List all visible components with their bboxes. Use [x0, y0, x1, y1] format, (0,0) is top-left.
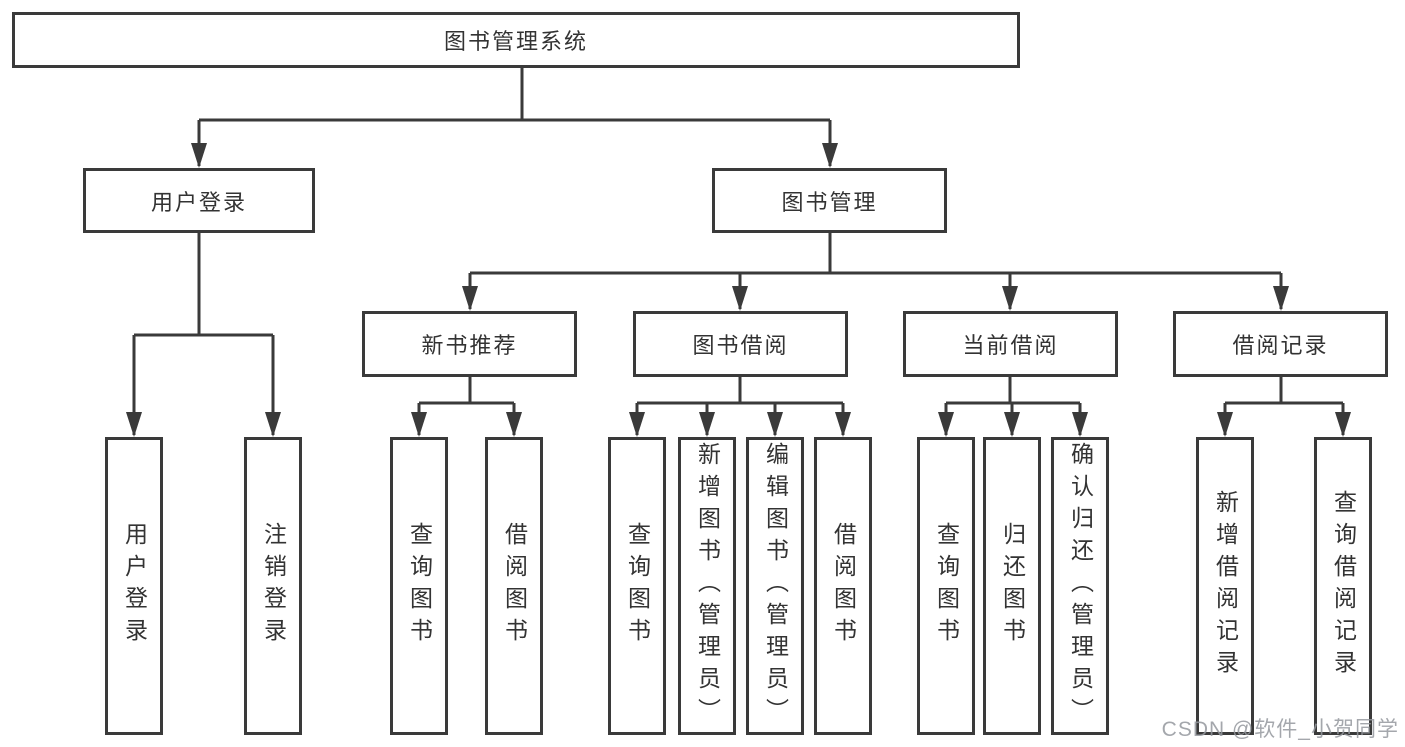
node-label: 归还图书: [999, 522, 1026, 650]
node-label: 借阅图书: [830, 522, 857, 650]
node-label: 编辑图书（管理员）: [762, 442, 789, 730]
node-user-login: 用户登录: [83, 168, 315, 233]
leaf-edit-books-admin: 编辑图书（管理员）: [746, 437, 804, 735]
node-label: 新增图书（管理员）: [694, 442, 721, 730]
node-label: 当前借阅: [962, 333, 1059, 358]
leaf-logout: 注销登录: [244, 437, 302, 735]
node-new-book-recommend: 新书推荐: [362, 311, 577, 377]
node-book-management: 图书管理: [712, 168, 947, 233]
node-label: 图书管理系统: [443, 29, 588, 54]
node-label: 确认归还（管理员）: [1067, 442, 1094, 730]
node-label: 借阅图书: [501, 522, 528, 650]
leaf-query-books-1: 查询图书: [390, 437, 448, 735]
node-label: 新增借阅记录: [1212, 490, 1239, 682]
node-label: 新书推荐: [421, 333, 518, 358]
node-label: 查询图书: [624, 522, 651, 650]
leaf-return-books: 归还图书: [983, 437, 1041, 735]
node-label: 注销登录: [260, 522, 287, 650]
leaf-add-borrow-record: 新增借阅记录: [1196, 437, 1254, 735]
csdn-watermark: CSDN @软件_小贺同学: [1161, 718, 1399, 741]
leaf-query-borrow-record: 查询借阅记录: [1314, 437, 1372, 735]
node-label: 用户登录: [121, 522, 148, 650]
leaf-query-books-3: 查询图书: [917, 437, 975, 735]
connector-strokes: [132, 68, 1345, 435]
node-borrow-records: 借阅记录: [1173, 311, 1388, 377]
node-label: 借阅记录: [1232, 333, 1329, 358]
leaf-confirm-return-admin: 确认归还（管理员）: [1051, 437, 1109, 735]
node-label: 查询图书: [933, 522, 960, 650]
node-book-borrow: 图书借阅: [633, 311, 848, 377]
node-current-borrow: 当前借阅: [903, 311, 1118, 377]
node-label: 图书借阅: [692, 333, 789, 358]
leaf-borrow-books-2: 借阅图书: [814, 437, 872, 735]
arrowhead-icons: [126, 143, 1351, 437]
leaf-borrow-books-1: 借阅图书: [485, 437, 543, 735]
leaf-user-login: 用户登录: [105, 437, 163, 735]
leaf-query-books-2: 查询图书: [608, 437, 666, 735]
node-label: 查询借阅记录: [1330, 490, 1357, 682]
leaf-add-books-admin: 新增图书（管理员）: [678, 437, 736, 735]
node-label: 图书管理: [781, 189, 878, 215]
node-label: 用户登录: [150, 189, 247, 215]
node-library-system: 图书管理系统: [12, 12, 1020, 68]
node-label: 查询图书: [406, 522, 433, 650]
